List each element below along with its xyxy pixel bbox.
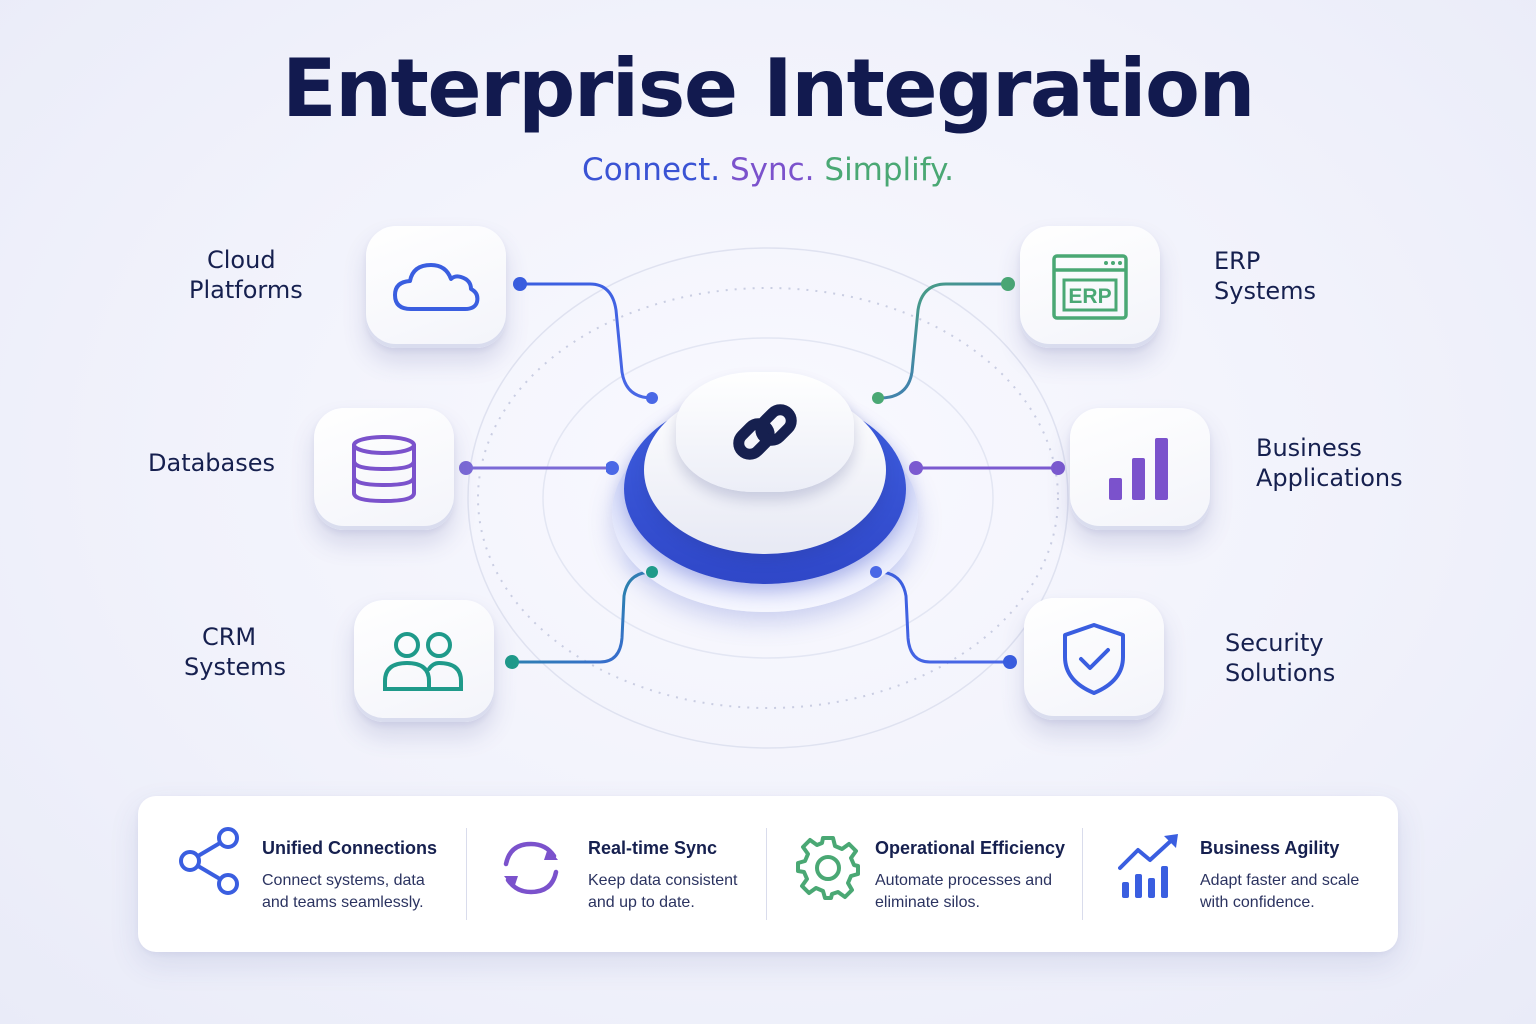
databases-tile[interactable]: [314, 408, 454, 530]
orbit-rings: [467, 247, 1069, 749]
page-title: Enterprise Integration: [282, 42, 1255, 135]
divider: [466, 828, 467, 920]
benefit-title: Business Agility: [1200, 838, 1340, 858]
business-applications-label: Business Applications: [1256, 434, 1403, 492]
divider: [766, 828, 767, 920]
tagline-simplify: Simplify.: [824, 152, 954, 188]
shield-check-icon: [1063, 623, 1125, 695]
security-solutions-label: Security Solutions: [1225, 629, 1336, 687]
crm-systems-tile[interactable]: [354, 600, 494, 722]
tagline: Connect. Sync. Simplify.: [0, 152, 1536, 188]
gear-icon: [796, 836, 860, 900]
divider: [1082, 828, 1083, 920]
business-applications-tile[interactable]: [1070, 408, 1210, 530]
erp-systems-tile[interactable]: ERP: [1020, 226, 1160, 348]
tagline-sync: Sync.: [729, 152, 815, 188]
benefit-title: Unified Connections: [262, 838, 437, 858]
benefit-description: Adapt faster and scale with confidence.: [1200, 872, 1360, 911]
benefit-operational-efficiency: Operational Efficiency Automate processe…: [766, 796, 1082, 952]
cloud-platforms-tile[interactable]: [366, 226, 506, 348]
benefit-unified-connections: Unified Connections Connect systems, dat…: [138, 796, 466, 952]
benefits-panel: Unified Connections Connect systems, dat…: [138, 796, 1398, 952]
erp-systems-label: ERP Systems: [1214, 247, 1316, 305]
cloud-connector: [518, 282, 654, 400]
database-icon: [352, 435, 416, 504]
benefit-real-time-sync: Real-time Sync Keep data consistent and …: [466, 796, 766, 952]
connector-dots: [459, 277, 1065, 669]
users-icon: [383, 632, 463, 691]
tagline-connect: Connect.: [582, 152, 721, 188]
growth-chart-icon: [1118, 834, 1178, 898]
cloud-icon: [393, 263, 480, 311]
hub-ports: [606, 392, 923, 578]
hub-top: [676, 372, 854, 492]
integration-hub[interactable]: [606, 372, 924, 622]
crm-systems-label: CRM Systems: [184, 623, 286, 681]
benefit-business-agility: Business Agility Adapt faster and scale …: [1082, 796, 1398, 952]
benefit-title: Operational Efficiency: [875, 838, 1066, 858]
databases-label: Databases: [148, 449, 276, 477]
cloud-platforms-label: Cloud Platforms: [189, 246, 303, 304]
benefit-description: Keep data consistent and up to date.: [588, 872, 738, 911]
share-icon: [179, 827, 239, 895]
erp-connector: [878, 282, 1010, 400]
benefit-description: Connect systems, data and teams seamless…: [262, 872, 425, 911]
erp-badge: ERP: [1068, 285, 1111, 308]
benefit-description: Automate processes and eliminate silos.: [875, 872, 1052, 911]
security-solutions-tile[interactable]: [1024, 598, 1164, 720]
benefit-title: Real-time Sync: [588, 838, 718, 858]
link-icon: [733, 404, 797, 460]
bar-chart-icon: [1109, 438, 1168, 500]
sync-icon: [503, 841, 559, 895]
erp-window-icon: ERP: [1052, 254, 1128, 320]
